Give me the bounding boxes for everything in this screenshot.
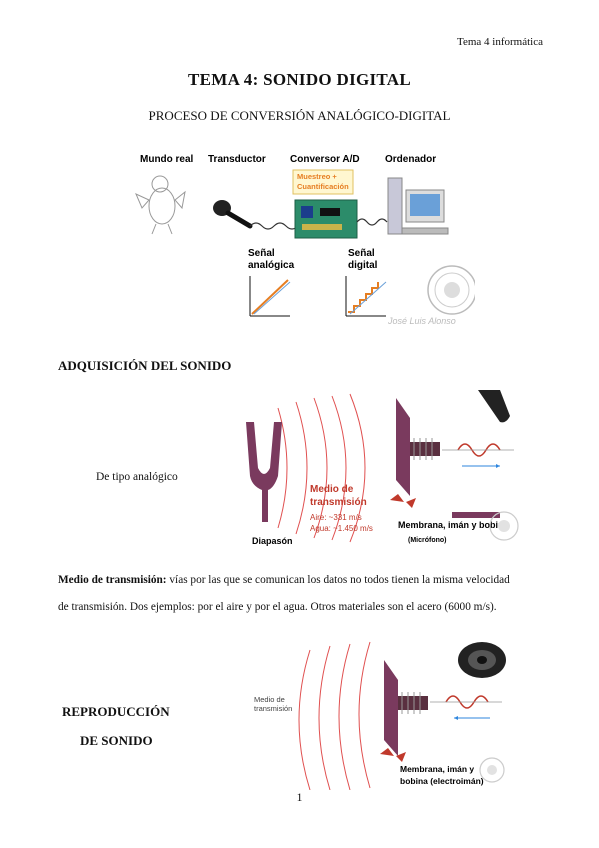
air-speed: Aire: ~331 m/s [310, 513, 362, 522]
cable-2 [356, 218, 388, 226]
signal-wave [457, 443, 501, 457]
microphone-icon [213, 200, 253, 229]
membrane-icon [396, 398, 440, 496]
tuning-fork-label: Diapasón [252, 536, 293, 546]
microphone-label: (Micrófono) [408, 537, 447, 544]
university-seal-icon [489, 511, 519, 541]
transmission-paragraph: Medio de transmisión: vías por las que s… [58, 567, 548, 621]
label-transductor: Transductor [208, 154, 266, 165]
digital-signal-graph [345, 276, 387, 317]
sound-waves [277, 393, 366, 543]
signature: José Luis Alonso [387, 316, 456, 326]
direction-arrow-head [496, 464, 500, 468]
analog-type-label: De tipo analógico [96, 471, 178, 483]
section-reproduccion-line1: REPRODUCCIÓN [62, 704, 170, 719]
paragraph-line2: de transmisión. Dos ejemplos: por el air… [58, 601, 497, 613]
bird-icon [135, 175, 186, 235]
membrane-icon [384, 660, 428, 756]
section-reproduccion-line2: DE SONIDO [80, 733, 153, 748]
conversion-diagram: Mundo real Transductor Conversor A/D Ord… [135, 154, 475, 326]
direction-arrow-head [454, 716, 458, 720]
medium-label-line1: Medio de [254, 695, 285, 704]
paragraph-line1: vías por las que se comunican los datos … [166, 574, 510, 586]
cable-1 [249, 222, 299, 230]
vibration-arrow-2 [406, 498, 416, 508]
analog-signal-graph [249, 276, 291, 317]
sampling-box [292, 169, 354, 195]
university-seal-icon [427, 265, 475, 315]
page-number: 1 [296, 790, 303, 804]
acquisition-diagram: Diapasón Medio de transmisión Aire: ~331… [246, 390, 519, 546]
analog-label-line2: analógica [248, 260, 295, 271]
medium-label-line1: Medio de [310, 484, 354, 495]
membrane-label: Membrana, imán y bobina [398, 520, 510, 530]
label-conversor: Conversor A/D [290, 154, 360, 165]
vibration-arrow [380, 748, 394, 756]
membrane-label-line1: Membrana, imán y [400, 764, 474, 774]
digital-label-line1: Señal [348, 248, 375, 259]
membrane-label-line2: bobina (electroimán) [400, 776, 484, 786]
medium-label-line2: transmisión [254, 704, 292, 713]
label-mundo-real: Mundo real [140, 154, 194, 165]
water-speed: Agua: ~1.450 m/s [310, 524, 373, 533]
vibration-arrow-2 [396, 752, 406, 762]
sampling-line1: Muestreo + [297, 172, 337, 181]
analog-label-line1: Señal [248, 248, 275, 259]
tuning-fork-icon [246, 422, 282, 522]
computer-icon [387, 177, 449, 235]
university-seal-icon [479, 757, 505, 783]
sound-card-icon [294, 199, 358, 239]
page-title: TEMA 4: SONIDO DIGITAL [187, 70, 412, 89]
vibration-arrow [390, 494, 404, 502]
label-ordenador: Ordenador [385, 154, 436, 165]
reproduction-diagram: Medio de transmisión Membrana, imán y bo… [254, 641, 506, 790]
signal-wave [445, 695, 489, 709]
sampling-line2: Cuantificación [297, 182, 349, 191]
header-note: Tema 4 informática [457, 36, 543, 48]
digital-label-line2: digital [348, 260, 378, 271]
speaker-icon [458, 642, 506, 678]
section-adquisicion: ADQUISICIÓN DEL SONIDO [58, 358, 232, 373]
magnet-bar [452, 512, 500, 518]
page-subtitle: PROCESO DE CONVERSIÓN ANALÓGICO-DIGITAL [148, 108, 451, 123]
sound-waves [298, 641, 371, 790]
microphone-icon [478, 390, 510, 423]
medium-label-line2: transmisión [310, 497, 367, 508]
transmission-term: Medio de transmisión: [58, 574, 167, 586]
